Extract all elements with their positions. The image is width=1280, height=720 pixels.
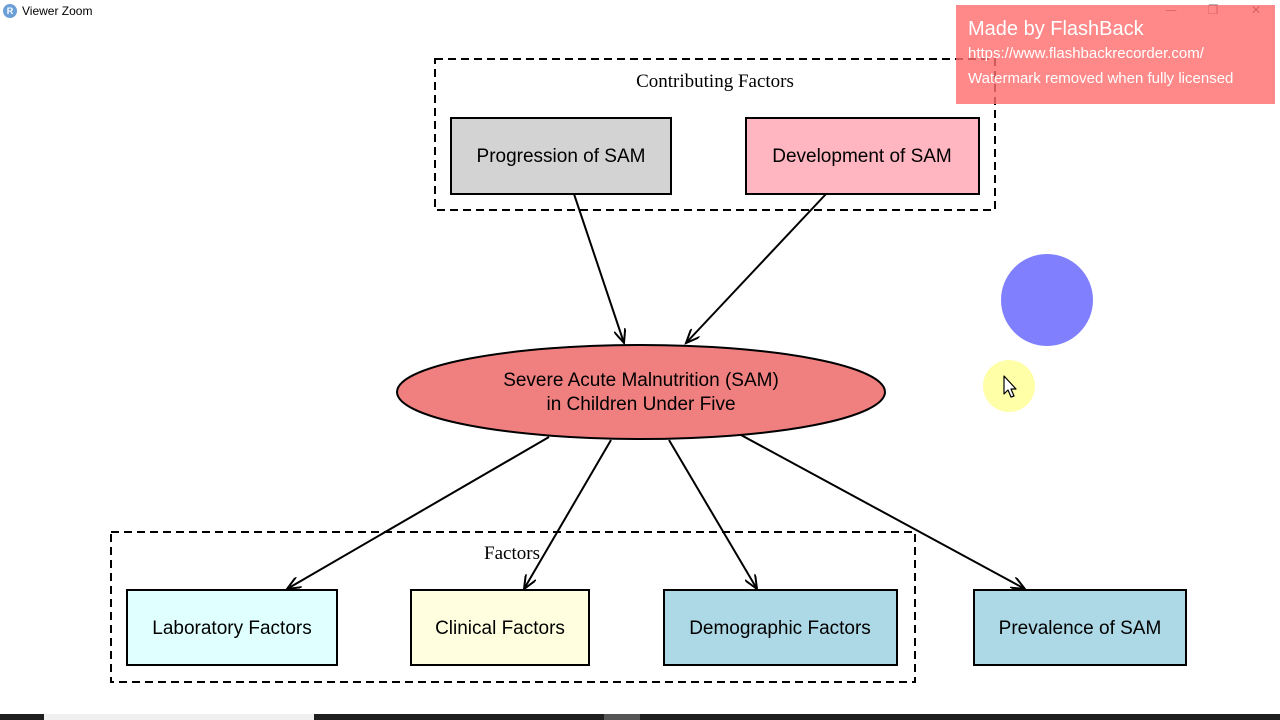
- node-prevalence: Prevalence of SAM: [973, 589, 1187, 666]
- edge-sam-to-demographic: [668, 439, 757, 589]
- node-development: Development of SAM: [745, 117, 980, 195]
- node-sam-ellipse: [396, 344, 886, 440]
- node-sam: Severe Acute Malnutrition (SAM) in Child…: [396, 344, 886, 440]
- node-demographic-label: Demographic Factors: [689, 618, 871, 639]
- node-demographic: Demographic Factors: [663, 589, 898, 666]
- edge-sam-to-prevalence: [740, 434, 1025, 589]
- taskbar-search-segment[interactable]: [44, 714, 314, 720]
- node-prevalence-label: Prevalence of SAM: [999, 618, 1162, 639]
- flashback-watermark: Made by FlashBack https://www.flashbackr…: [956, 5, 1275, 104]
- mouse-cursor-icon: [1003, 375, 1017, 398]
- edge-sam-to-clinical: [524, 439, 612, 589]
- r-app-icon: R: [3, 4, 17, 18]
- node-development-label: Development of SAM: [772, 146, 952, 167]
- window-title: Viewer Zoom: [22, 4, 93, 18]
- node-sam-label-line1: Severe Acute Malnutrition (SAM): [503, 370, 779, 391]
- click-indicator-dot: [1001, 254, 1093, 346]
- watermark-url: https://www.flashbackrecorder.com/: [968, 45, 1204, 62]
- node-demographic-box: [663, 589, 898, 666]
- edge-progression-to-sam: [573, 193, 624, 343]
- node-progression: Progression of SAM: [450, 117, 672, 195]
- node-sam-label-line2: in Children Under Five: [546, 394, 735, 415]
- cluster-factors-label: Factors: [484, 543, 540, 564]
- node-laboratory: Laboratory Factors: [126, 589, 338, 666]
- node-prevalence-box: [973, 589, 1187, 666]
- node-laboratory-box: [126, 589, 338, 666]
- cluster-factors: [110, 531, 916, 683]
- node-laboratory-label: Laboratory Factors: [152, 618, 311, 639]
- node-development-box: [745, 117, 980, 195]
- edge-sam-to-laboratory: [287, 436, 550, 589]
- node-clinical: Clinical Factors: [410, 589, 590, 666]
- taskbar-app-segment[interactable]: [604, 714, 640, 720]
- node-progression-label: Progression of SAM: [477, 146, 646, 167]
- watermark-title: Made by FlashBack: [968, 18, 1144, 40]
- node-progression-box: [450, 117, 672, 195]
- node-clinical-box: [410, 589, 590, 666]
- cluster-contributing-label: Contributing Factors: [636, 71, 794, 92]
- edge-development-to-sam: [686, 193, 827, 343]
- watermark-note: Watermark removed when fully licensed: [968, 70, 1234, 87]
- taskbar: [0, 714, 1280, 720]
- cluster-contributing-factors: [434, 58, 996, 211]
- node-clinical-label: Clinical Factors: [435, 618, 565, 639]
